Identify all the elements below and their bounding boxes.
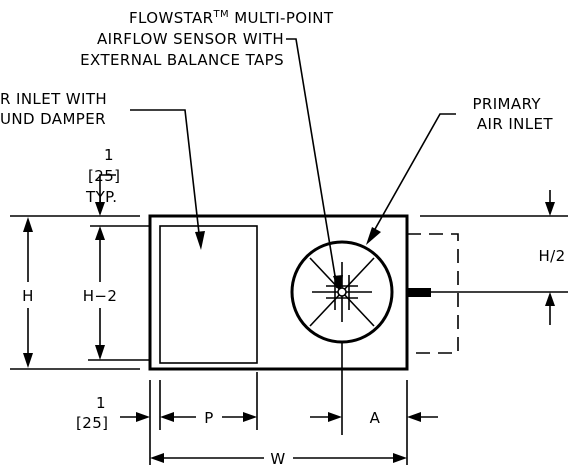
- top-margin-metric: [25]: [88, 167, 120, 185]
- h-half-label: H/2: [538, 247, 565, 265]
- flowstar-label-line1: FLOWSTARTM MULTI-POINT: [129, 9, 334, 27]
- a-arrowhead-right: [407, 412, 421, 422]
- p-arrowhead-right: [243, 412, 257, 422]
- top-margin-value: 1: [104, 146, 114, 164]
- a-arrowhead-left: [328, 412, 342, 422]
- flowstar-label-line2: AIRFLOW SENSOR WITH: [97, 30, 284, 48]
- secondary-inlet-opening: [159, 225, 258, 364]
- airflow-sensor-cross: [309, 257, 375, 327]
- balance-tap: [407, 288, 431, 297]
- w-dimension-label: W: [270, 450, 285, 468]
- flowstar-trademark: TM: [213, 9, 230, 20]
- h-arrowhead-top: [23, 217, 33, 232]
- left-margin-metric: [25]: [76, 414, 108, 432]
- w-arrowhead-right: [393, 453, 407, 463]
- secondary-inlet-label-line1: R INLET WITH: [0, 90, 107, 108]
- secondary-inlet-leader: [130, 109, 201, 243]
- top-margin-arrowhead-down: [95, 202, 105, 216]
- p-arrowhead-left: [160, 412, 174, 422]
- secondary-inlet-leader-arrowhead: [195, 231, 205, 250]
- top-margin-arrowhead-up: [95, 226, 105, 240]
- h2-arrowhead-bottom: [95, 345, 105, 360]
- h-half-arrowhead-bottom: [545, 292, 555, 306]
- primary-inlet-leader-arrowhead: [366, 227, 381, 245]
- p-dimension-label: P: [204, 409, 213, 427]
- a-dimension-label: A: [370, 409, 381, 427]
- left-margin-value: 1: [96, 394, 106, 412]
- flowstar-leader: [286, 38, 338, 289]
- h-arrowhead-bottom: [23, 353, 33, 368]
- secondary-inlet-label-line2: UND DAMPER: [0, 110, 106, 128]
- flowstar-label-line3: EXTERNAL BALANCE TAPS: [80, 51, 284, 69]
- h-minus-2-label: H−2: [83, 287, 118, 305]
- flowstar-label-suffix: MULTI-POINT: [229, 9, 334, 27]
- primary-inlet-label-line2: AIR INLET: [477, 115, 554, 133]
- left-margin-arrowhead: [136, 412, 150, 422]
- top-margin-note: TYP.: [85, 188, 117, 206]
- inlet-collar-dashed: [407, 233, 459, 354]
- primary-inlet-leader: [369, 113, 456, 239]
- h-dimension-label: H: [22, 287, 34, 305]
- top-margin-leader: [99, 174, 116, 204]
- h-half-arrowhead-top: [545, 202, 555, 216]
- primary-inlet-label-line1: PRIMARY: [472, 95, 541, 113]
- flowstar-label-prefix: FLOWSTAR: [129, 9, 214, 27]
- w-arrowhead-left: [150, 453, 164, 463]
